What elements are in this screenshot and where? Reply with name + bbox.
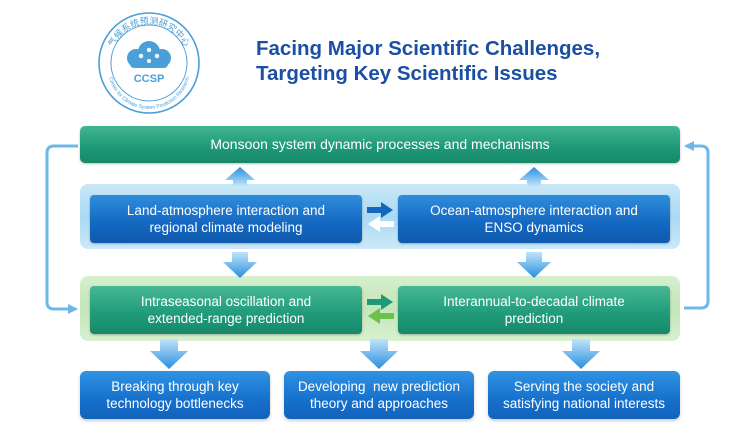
land-atmosphere-line-2: regional climate modeling: [149, 220, 303, 235]
outcome-2-line-1: Developing new prediction: [297, 379, 461, 394]
logo-abbreviation: CCSP: [134, 73, 165, 85]
outcome-3-line-1: Serving the society and: [513, 379, 655, 394]
outcome-3-line-2: satisfying national interests: [502, 396, 666, 411]
cloud-icon: [127, 41, 171, 68]
intraseasonal-line-1: Intraseasonal oscillation and: [140, 294, 312, 309]
down-arrow-outcome-2: [360, 339, 398, 369]
outcome-1-line-2: technology bottlenecks: [106, 396, 244, 411]
down-arrow-outcome-1: [150, 339, 188, 369]
land-atmosphere-line-1: Land-atmosphere interaction and: [126, 203, 326, 218]
outcome-1-line-1: Breaking through key: [111, 379, 239, 394]
down-arrow-left: [223, 252, 257, 278]
bidirectional-arrow-blue: [367, 202, 394, 232]
title-line-2: Targeting Key Scientific Issues: [256, 62, 558, 85]
ccsp-logo: 气候系统预测研究中心 Center for Climate System Pre…: [98, 12, 200, 114]
interannual-line-2: prediction: [504, 311, 564, 326]
interannual-box: Interannual-to-decadal climate predictio…: [398, 286, 670, 334]
down-arrow-right: [517, 252, 551, 278]
bidirectional-arrow-green: [367, 294, 394, 324]
page-title: Facing Major Scientific Challenges, Targ…: [256, 36, 726, 86]
ocean-atmosphere-line-1: Ocean-atmosphere interaction and: [430, 203, 638, 218]
left-feedback-line: [45, 144, 78, 314]
right-feedback-line: [684, 141, 710, 310]
interannual-line-1: Interannual-to-decadal climate: [443, 294, 625, 309]
ocean-atmosphere-box: Ocean-atmosphere interaction and ENSO dy…: [398, 195, 670, 243]
up-arrow-left: [225, 167, 255, 186]
outcome-2-line-2: theory and approaches: [309, 396, 449, 411]
intraseasonal-box: Intraseasonal oscillation and extended-r…: [90, 286, 362, 334]
intraseasonal-line-2: extended-range prediction: [147, 311, 305, 326]
monsoon-label: Monsoon system dynamic processes and mec…: [210, 136, 550, 152]
land-atmosphere-box: Land-atmosphere interaction and regional…: [90, 195, 362, 243]
title-line-1: Facing Major Scientific Challenges,: [256, 37, 601, 60]
monsoon-box: Monsoon system dynamic processes and mec…: [80, 126, 680, 163]
outcome-box-3: Serving the society and satisfying natio…: [488, 371, 680, 419]
ocean-atmosphere-line-2: ENSO dynamics: [484, 220, 584, 235]
down-arrow-outcome-3: [562, 339, 600, 369]
up-arrow-right: [519, 167, 549, 186]
outcome-box-1: Breaking through key technology bottlene…: [80, 371, 270, 419]
outcome-box-2: Developing new prediction theory and app…: [284, 371, 474, 419]
